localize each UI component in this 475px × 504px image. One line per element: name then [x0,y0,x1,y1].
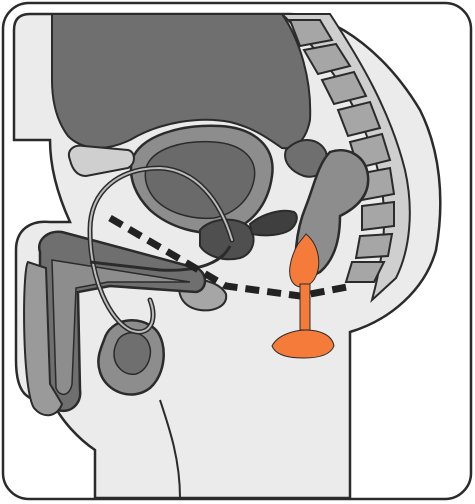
plug-neck [300,284,310,330]
testis-inner [114,333,150,375]
